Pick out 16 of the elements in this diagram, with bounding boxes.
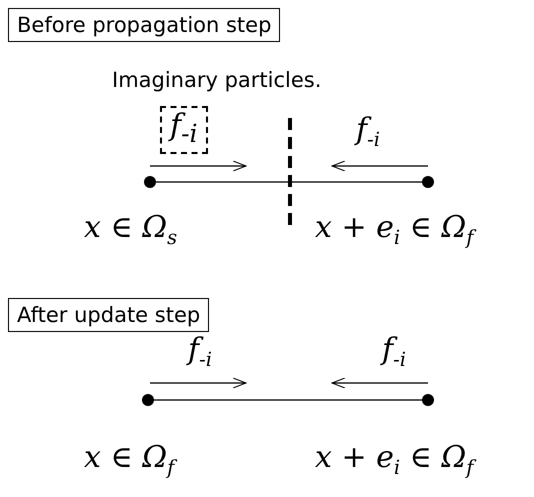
- distribution-label: f$_{-i}$: [188, 332, 212, 371]
- distribution-label: f$_{-i}$: [356, 112, 380, 151]
- dashed-box: f$_{-i}$: [160, 106, 208, 154]
- lattice-node: [142, 394, 154, 406]
- point-label: x + e$_{i}$ ∈ Ω$_{f}$: [315, 210, 474, 249]
- note-text: Imaginary particles.: [112, 68, 322, 92]
- point-label: x + e$_{i}$ ∈ Ω$_{f}$: [315, 440, 474, 479]
- lattice-node: [422, 394, 434, 406]
- title-box: Before propagation step: [8, 8, 280, 42]
- title-box: After update step: [8, 298, 210, 332]
- connecting-line: [154, 399, 422, 401]
- distribution-label: f$_{-i}$: [382, 332, 406, 371]
- point-label: x ∈ Ω$_{s}$: [84, 210, 178, 249]
- connecting-line: [156, 181, 422, 183]
- lattice-node: [144, 176, 156, 188]
- lattice-node: [422, 176, 434, 188]
